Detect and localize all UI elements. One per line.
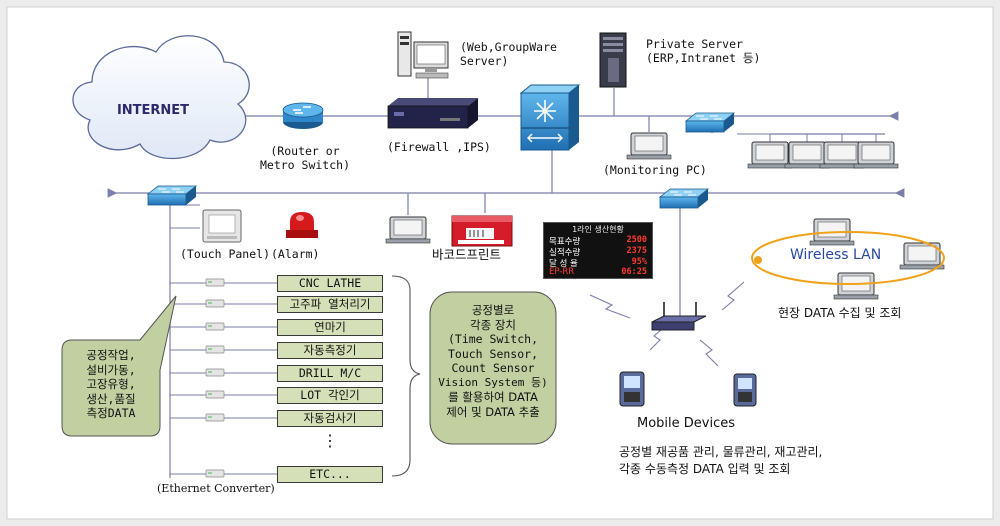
equipment-auto-inspector: 자동검사기 [277,410,383,427]
mobile-devices-label: Mobile Devices [637,416,736,431]
barcode-printer-icon [451,215,513,247]
alarm-icon [286,212,318,238]
internet-label: INTERNET [116,103,190,118]
equipment-induction-heater: 고주파 열처리기 [277,296,383,313]
touch-panel-label: (Touch Panel) [180,247,271,261]
core-switch-icon [519,84,581,151]
internet-cloud [72,35,250,160]
mobile-device-2 [733,373,757,407]
equipment-lot-marker: LOT 각인기 [277,387,383,404]
monitoring-pc-icon [626,132,672,160]
wireless-pc-2 [899,242,945,270]
web-server-label: (Web,GroupWare Server) [460,40,557,68]
switch-upper-right [685,112,735,133]
middle-bubble [429,291,557,445]
router-icon [282,102,324,129]
equipment-brace [391,275,421,477]
firewall-icon [387,98,478,129]
wireless-lan-label: Wireless LAN [790,247,882,263]
private-server-label: Private Server (ERP,Intranet 등) [646,37,761,65]
alarm-label: (Alarm) [271,247,320,261]
barcode-printer-label: 바코드프린트 [432,247,502,262]
firewall-label: (Firewall ,IPS) [387,140,491,154]
web-server-icon [397,31,449,79]
equipment-ellipsis: ⋮ [322,431,338,450]
barcode-pc-icon [385,216,431,244]
wireless-lan-ring [751,231,945,285]
equipment-cnc-lathe: CNC LATHE [277,275,383,292]
left-bubble [61,295,177,437]
private-server-icon [599,32,627,88]
ethernet-converter-label: (Ethernet Converter) [157,482,275,495]
field-data-label: 현장 DATA 수집 및 조회 [778,306,902,320]
equipment-auto-measurer: 자동측정기 [277,342,383,359]
touch-panel-icon [202,209,242,243]
mobile-device-1 [619,371,645,407]
router-label: (Router or Metro Switch) [259,144,350,172]
equipment-grinder: 연마기 [277,319,383,336]
mobile-description: 공정별 재공품 관리, 물류관리, 재고관리,각종 수동측정 DATA 입력 및… [619,445,823,476]
switch-middle [659,188,709,209]
equipment-etc: ETC... [277,466,383,483]
wireless-pc-3 [833,272,879,300]
monitoring-pc-label: (Monitoring PC) [603,163,707,177]
switch-left [147,185,197,206]
access-point-icon [651,302,707,331]
equipment-drill: DRILL M/C [277,365,383,382]
middle-bubble-text: 공정별로 각종 장치 (Time Switch, Touch Sensor, C… [438,303,548,419]
client-pc-4 [853,141,899,169]
display-title: 1라인 생산현황 [572,225,624,234]
